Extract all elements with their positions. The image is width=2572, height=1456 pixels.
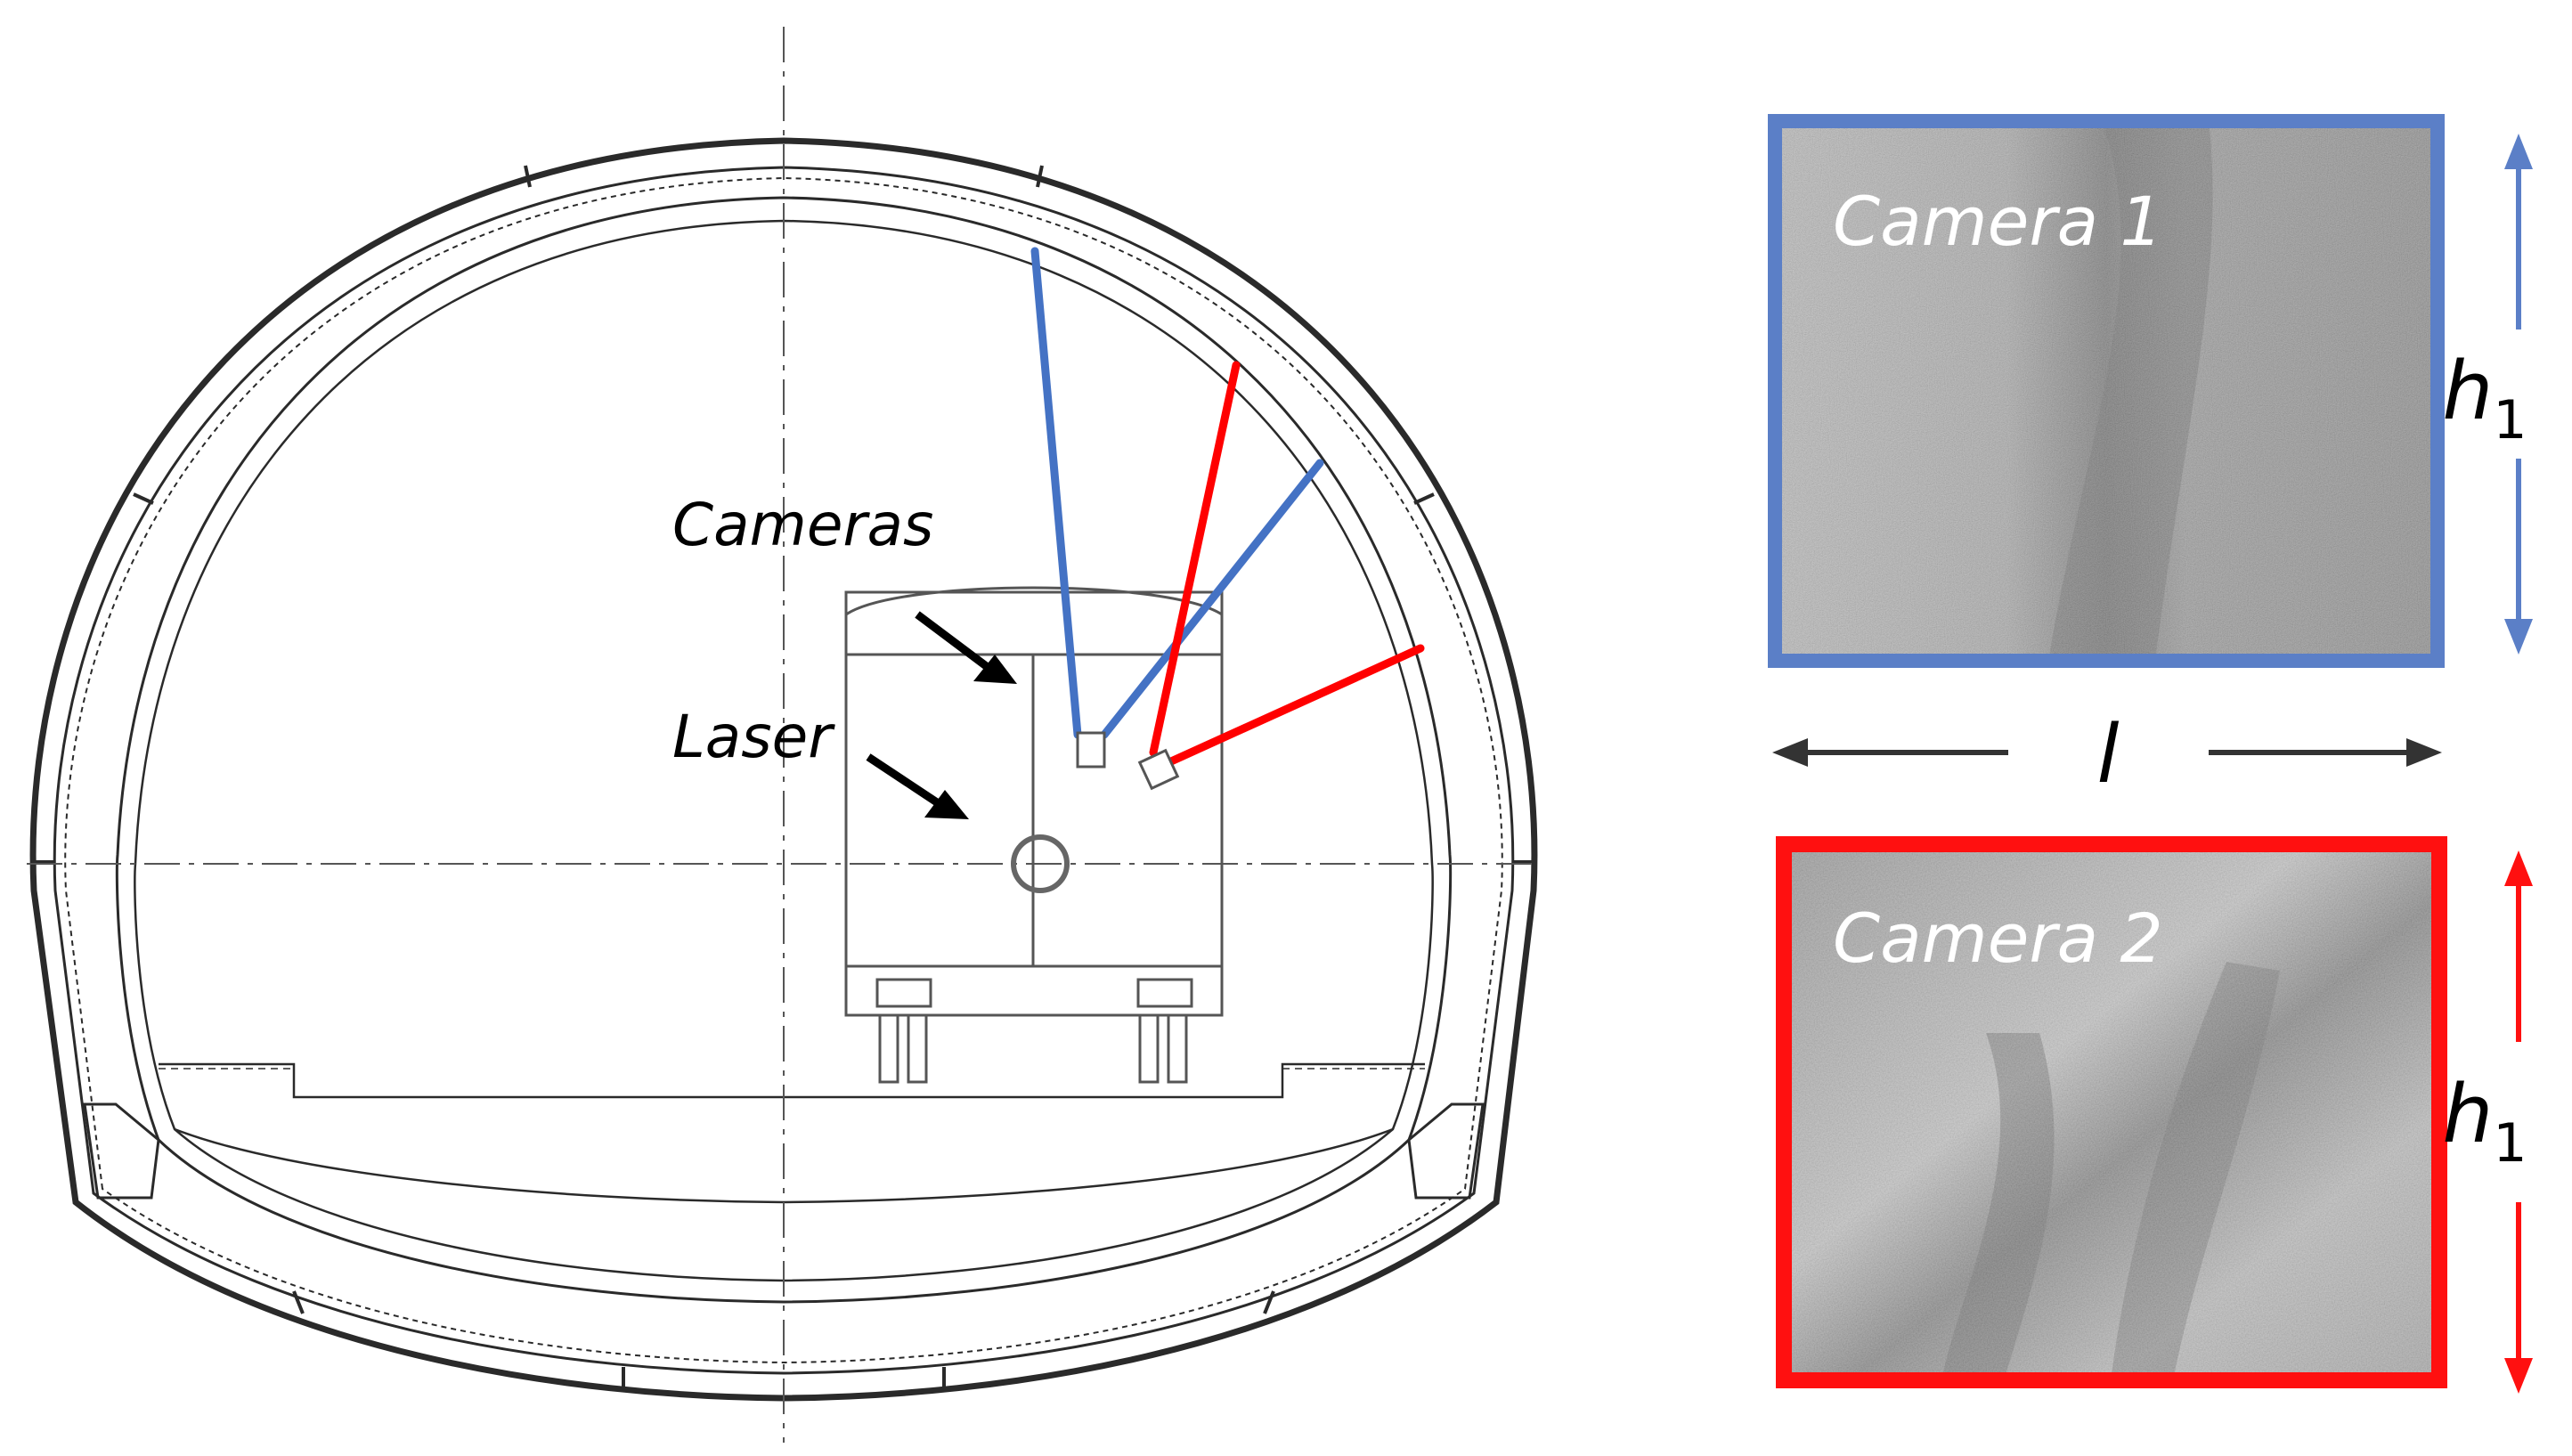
vehicle-body (844, 590, 1224, 1017)
laser-arrowhead (924, 790, 969, 819)
camera1-height-var: h (2442, 345, 2493, 438)
camera2-label: Camera 2 (1833, 899, 2163, 978)
wheel-left-a (878, 1013, 899, 1084)
camera2-height-label: h1 (2442, 1068, 2527, 1175)
camera2-body (1137, 748, 1180, 791)
camera2-height-var: h (2442, 1068, 2493, 1161)
right-drain (1407, 1102, 1485, 1200)
camera1-body (1076, 731, 1106, 769)
bogie-left (875, 978, 932, 1008)
camera2-texture (1784, 844, 2439, 1380)
camera2-height-sub: 1 (2493, 1112, 2527, 1175)
wheel-left-b (907, 1013, 928, 1084)
tunnel-outer-lining (29, 137, 1538, 1402)
camera1-texture (1775, 121, 2438, 661)
camera2-panel: Camera 2 (1776, 836, 2447, 1388)
laser-marker (1011, 834, 1070, 893)
lining-joints (34, 165, 1534, 1389)
tunnel-section (27, 27, 1541, 1443)
camera1-ray-left (1030, 247, 1082, 739)
camera1-label: Camera 1 (1833, 182, 2163, 261)
tunnel-outer-lining-dashed (64, 176, 1503, 1364)
inspection-vehicle (844, 586, 1224, 1084)
tunnel-outer-lining-inner (53, 166, 1515, 1375)
camera1-frame (1768, 114, 2445, 668)
camera1-height-dimension: h1 (2442, 134, 2533, 655)
laser-label: Laser (672, 703, 835, 771)
camera2-height-dimension: h1 (2442, 850, 2533, 1394)
camera1-height-label: h1 (2442, 345, 2527, 451)
width-label: l (2096, 708, 2119, 801)
pointer-arrows (866, 611, 1017, 819)
camera2-ray-right (1167, 644, 1425, 766)
camera2-frame (1776, 836, 2447, 1388)
track-slab (159, 1062, 1425, 1099)
camera2-ray-left (1149, 361, 1241, 757)
width-dimension: l (1772, 708, 2442, 801)
wheel-right-b (1167, 1013, 1188, 1084)
camera-rays (1030, 247, 1425, 766)
camera1-height-sub: 1 (2493, 389, 2527, 451)
left-drain (83, 1102, 160, 1200)
wheel-right-a (1138, 1013, 1160, 1084)
laser-arrow (866, 753, 942, 808)
camera1-panel: Camera 1 (1768, 114, 2445, 668)
cameras-label: Cameras (672, 491, 933, 559)
camera1-ray-right (1100, 459, 1324, 739)
cameras-arrowhead (973, 655, 1017, 684)
tunnel-inner-lining (115, 196, 1453, 1304)
bogie-right (1136, 978, 1193, 1008)
cameras-arrow (915, 611, 991, 671)
